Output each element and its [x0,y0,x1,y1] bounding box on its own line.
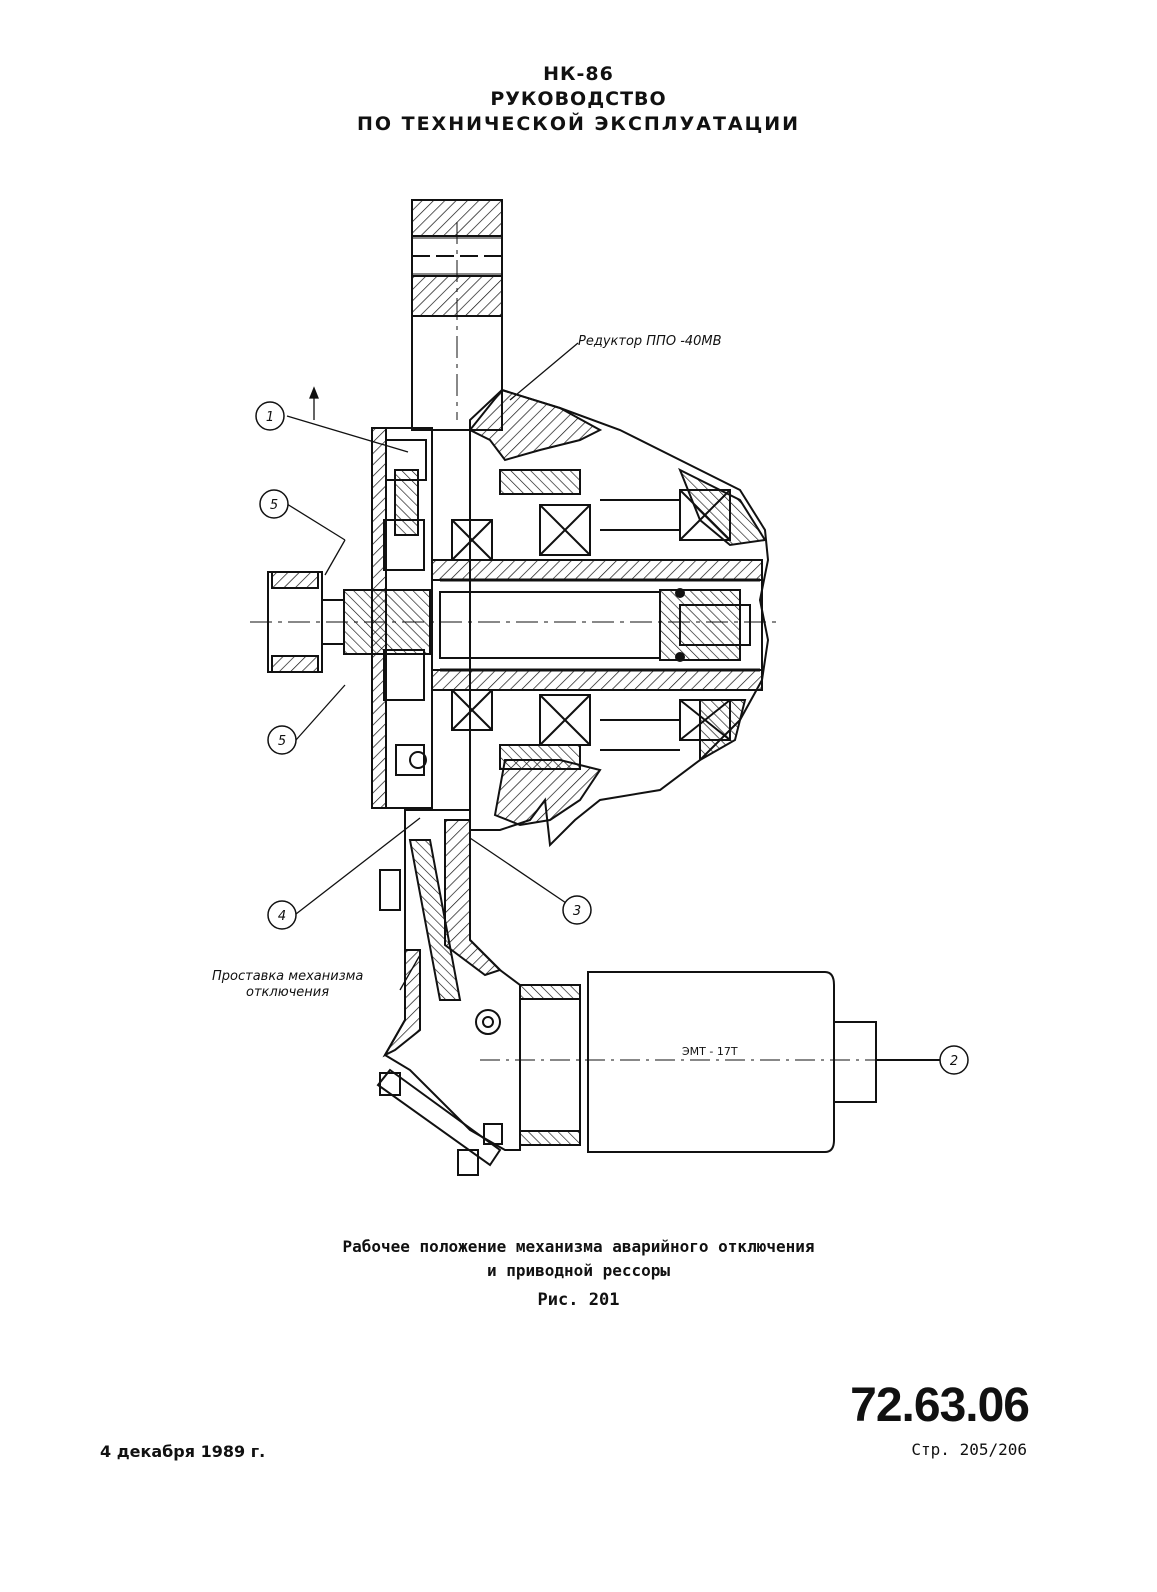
page-number: Стр. 205/206 [911,1440,1027,1459]
caption-line-1: Рабочее положение механизма аварийного о… [342,1237,815,1256]
manual-title-line-2: ПО ТЕХНИЧЕСКОЙ ЭКСПЛУАТАЦИИ [356,113,801,135]
figure-number: Рис. 201 [537,1290,620,1310]
figure-caption: Рабочее положение механизма аварийного о… [0,1235,1157,1283]
document-number: 72.63.06 [850,1379,1030,1432]
bearings [451,469,731,770]
callout-1: 1 [266,410,274,425]
document-header: НК-86 РУКОВОДСТВО ПО ТЕХНИЧЕСКОЙ ЭКСПЛУА… [0,62,1157,137]
center-lines [250,222,780,623]
spacer-label-line-1: Проставка механизма [212,969,363,984]
lower-housing [376,809,521,1176]
callout-2: 2 [950,1054,958,1069]
revision-date: 4 декабря 1989 г. [100,1442,266,1461]
manual-title-line-1: РУКОВОДСТВО [490,88,667,110]
callout-5-upper: 5 [270,498,278,513]
spacer-label-line-2: отключения [246,985,329,1000]
drive-nut [267,571,431,673]
main-shaft [431,559,763,691]
callout-5-lower: 5 [278,734,286,749]
caption-line-2: и приводной рессоры [486,1261,671,1280]
reducer-label: Редуктор ППО -40МВ [578,334,722,349]
callout-4: 4 [278,909,286,924]
engine-model: НК-86 [543,63,614,85]
electric-motor [480,971,940,1153]
motor-label: ЭМТ - 17Т [682,1045,738,1058]
leader-lines [286,342,579,991]
callout-circles [255,401,969,1075]
callout-3: 3 [573,904,581,919]
